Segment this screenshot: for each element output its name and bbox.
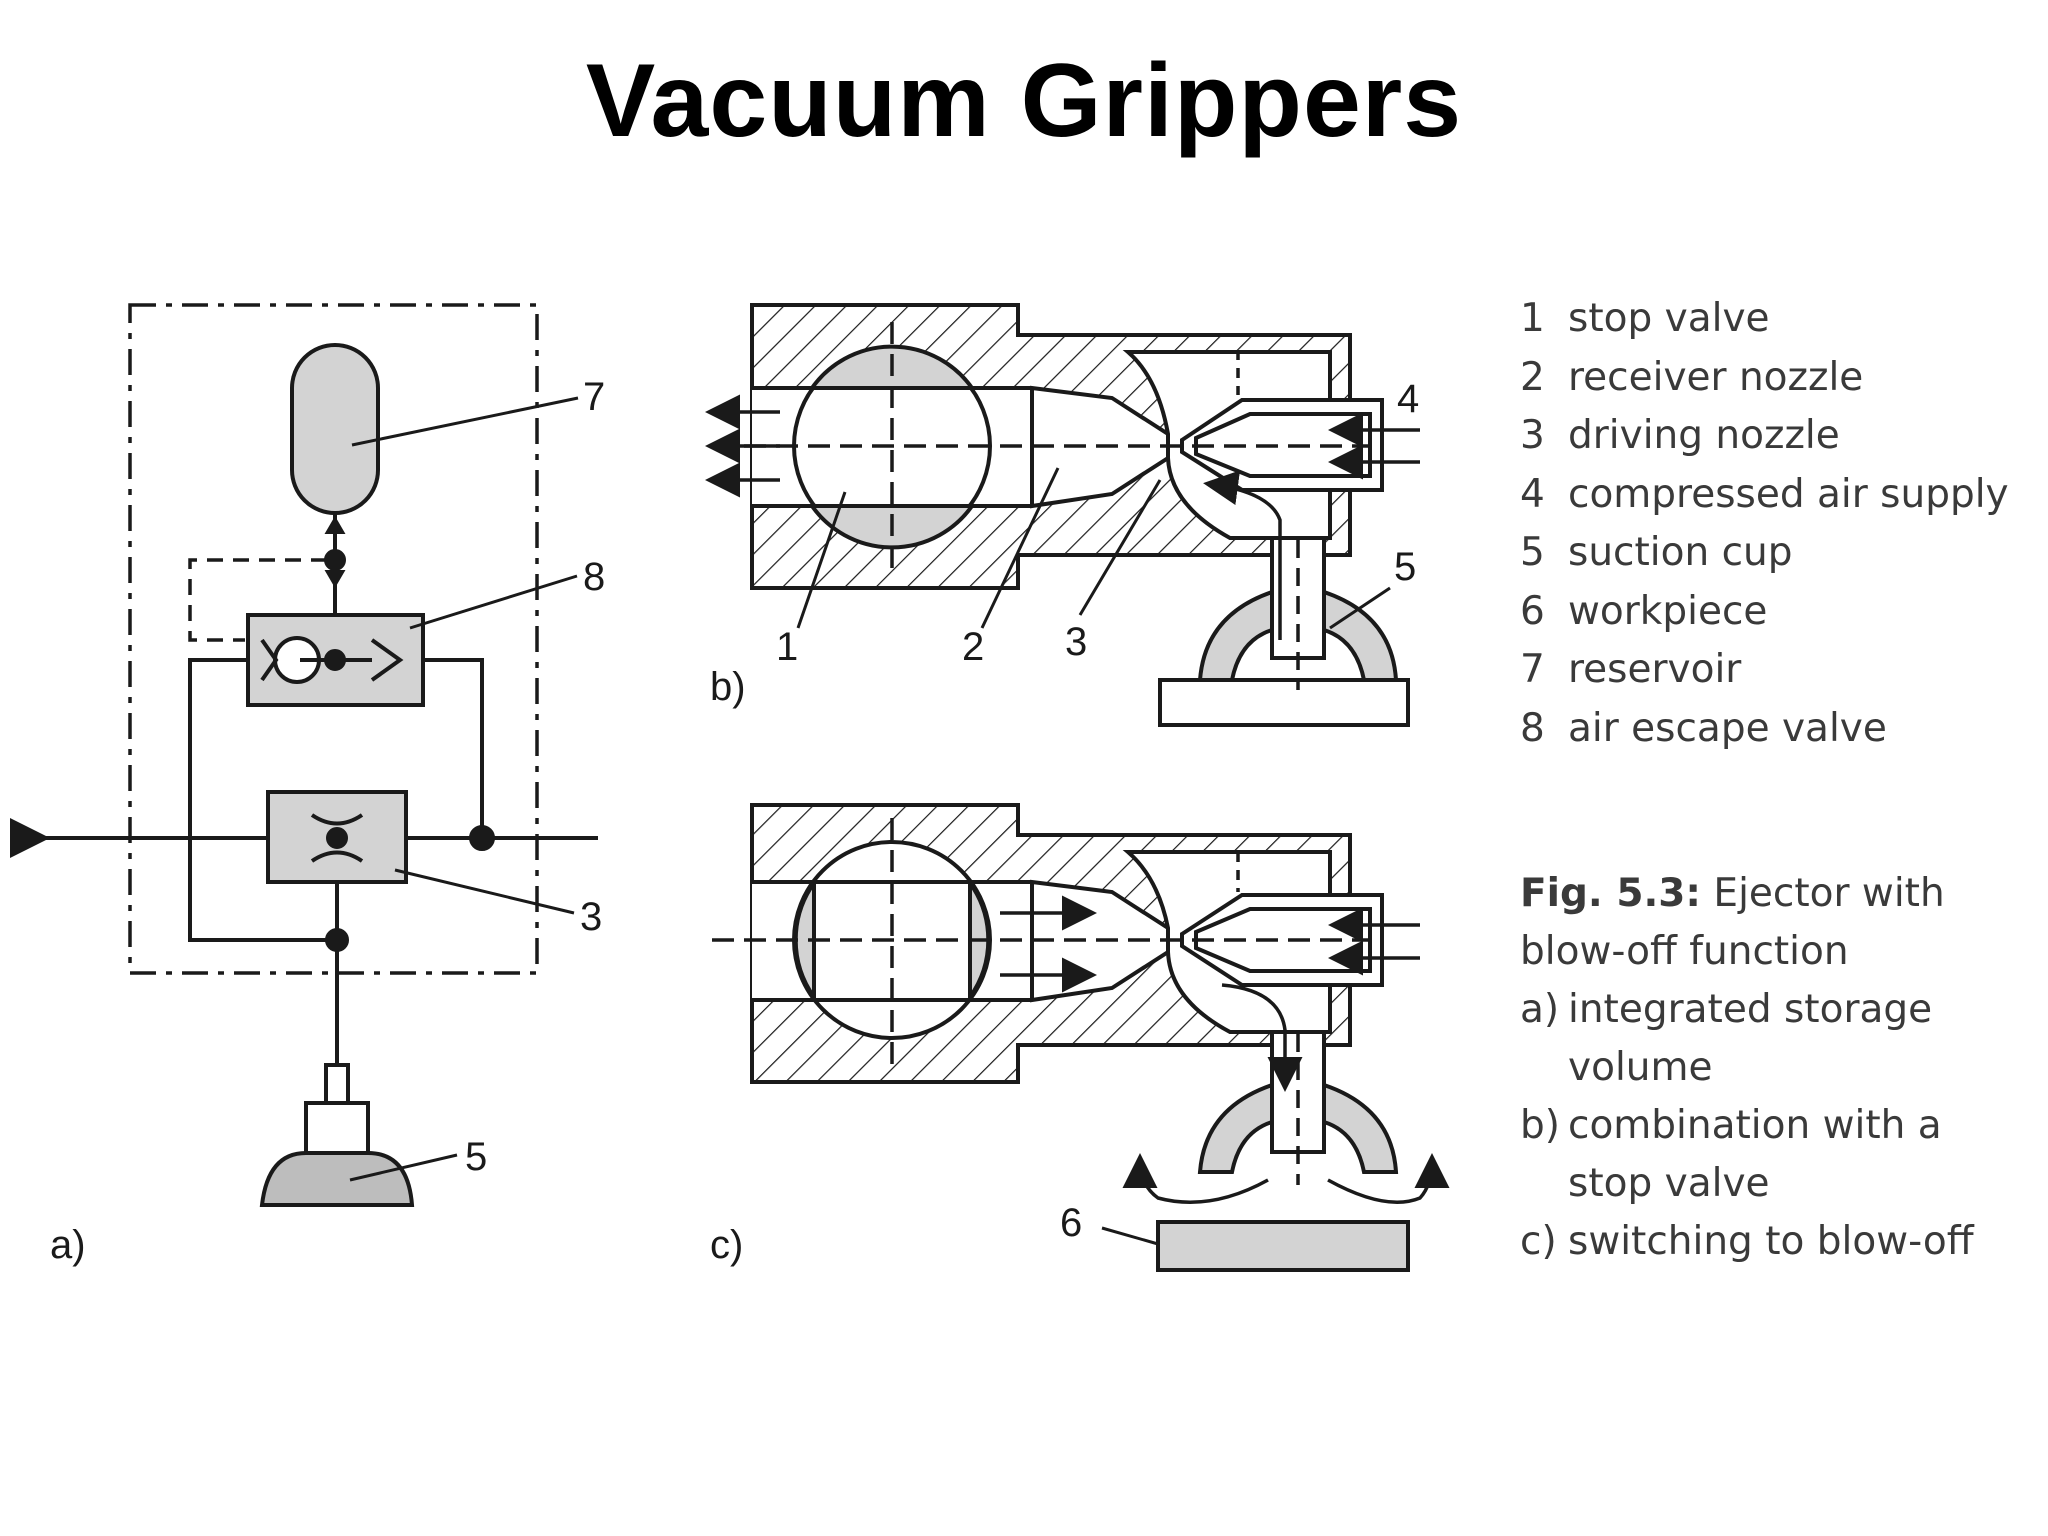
legend-number: 1 <box>1520 296 1545 341</box>
callout-4: 4 <box>1397 377 1419 421</box>
caption-key: b) <box>1520 1103 1560 1148</box>
legend-item: 6 workpiece <box>1520 583 2040 642</box>
panel-label-a: a) <box>50 1223 86 1267</box>
legend-item: 2 receiver nozzle <box>1520 349 2040 408</box>
legend-number: 5 <box>1520 530 1545 575</box>
panel-b-flow <box>705 322 1420 690</box>
caption-key: c) <box>1520 1219 1557 1264</box>
legend-item: 4 compressed air supply <box>1520 466 2040 525</box>
reservoir <box>290 343 380 515</box>
caption-text: switching to blow-off <box>1568 1219 1974 1264</box>
caption-text: combination with a stop valve <box>1568 1103 1942 1206</box>
panel-label-c: c) <box>710 1223 743 1267</box>
legend-item: 3 driving nozzle <box>1520 407 2040 466</box>
callout-8: 8 <box>583 555 605 599</box>
caption-item: c) switching to blow-off <box>1520 1213 2040 1271</box>
figure-title: Ejector with blow-off function <box>1520 871 1945 974</box>
panel-label-b: b) <box>710 665 746 709</box>
figure-caption: Fig. 5.3: Ejector with blow-off function… <box>1520 865 2040 1271</box>
caption-item: b) combination with a stop valve <box>1520 1097 2040 1213</box>
slide-title: Vacuum Grippers <box>585 43 1463 159</box>
legend-item: 1 stop valve <box>1520 290 2040 349</box>
legend-item: 8 air escape valve <box>1520 700 2040 759</box>
panel-a-boundary <box>128 303 539 975</box>
legend-item: 7 reservoir <box>1520 641 2040 700</box>
callout-3-b: 3 <box>1065 620 1087 664</box>
legend-text: air escape valve <box>1568 705 1887 751</box>
suction-cup-c <box>1197 1082 1274 1174</box>
caption-item: a) integrated storage volume <box>1520 981 2040 1097</box>
workpiece-b <box>1158 678 1410 727</box>
legend-number: 7 <box>1520 647 1545 692</box>
callout-5-a: 5 <box>465 1135 487 1179</box>
legend-number: 3 <box>1520 413 1545 458</box>
legend-item: 5 suction cup <box>1520 524 2040 583</box>
caption-heading: Fig. 5.3: Ejector with blow-off function <box>1520 865 2040 981</box>
workpiece-c <box>1156 1220 1410 1272</box>
legend-number: 8 <box>1520 705 1545 751</box>
caption-key: a) <box>1520 987 1560 1032</box>
caption-text: integrated storage volume <box>1568 987 1933 1090</box>
legend-number: 6 <box>1520 588 1545 634</box>
callout-3-a: 3 <box>580 895 602 939</box>
panel-c-flow <box>712 818 1450 1246</box>
legend-text: suction cup <box>1568 530 1793 575</box>
parts-legend: 1 stop valve 2 receiver nozzle 3 driving… <box>1520 290 2040 758</box>
callout-7: 7 <box>583 375 605 419</box>
legend-text: reservoir <box>1568 647 1742 692</box>
figure-number: Fig. 5.3: <box>1520 871 1702 916</box>
legend-text: stop valve <box>1568 296 1770 341</box>
legend-text: receiver nozzle <box>1568 354 1864 400</box>
callout-2: 2 <box>962 625 984 669</box>
suction-cup-b <box>1197 589 1274 682</box>
panel-a-circuit <box>10 303 598 1207</box>
legend-text: compressed air supply <box>1568 471 2009 517</box>
legend-text: workpiece <box>1568 588 1768 634</box>
callout-5-b: 5 <box>1394 545 1416 589</box>
legend-number: 4 <box>1520 471 1545 517</box>
legend-number: 2 <box>1520 354 1545 400</box>
callout-6: 6 <box>1060 1201 1082 1245</box>
callout-1: 1 <box>776 625 798 669</box>
suction-cup-a <box>259 1151 415 1207</box>
legend-text: driving nozzle <box>1568 413 1840 458</box>
